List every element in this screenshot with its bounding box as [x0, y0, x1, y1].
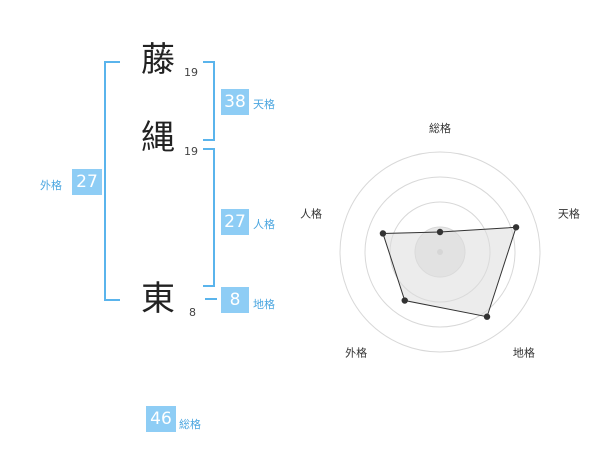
radar-ring-4	[339, 151, 541, 353]
tenkaku-bracket	[203, 61, 215, 141]
jinkaku-label: 人格	[253, 218, 275, 231]
name-char-2-strokes: 19	[184, 145, 198, 158]
radar-point-1	[512, 224, 520, 231]
radar-point-4	[379, 230, 387, 237]
gaikaku-value: 27	[76, 172, 98, 192]
radar-axis-label-2: 地格	[513, 345, 535, 359]
radar-point-0	[436, 228, 444, 236]
radar-area	[382, 226, 517, 318]
soukaku-label: 総格	[179, 418, 201, 431]
jinkaku-value: 27	[224, 212, 246, 232]
radar-axis-label-4: 人格	[300, 207, 322, 221]
chikaku-badge: 8	[221, 287, 249, 313]
jinkaku-bracket	[203, 148, 215, 287]
tenkaku-label: 天格	[253, 98, 275, 111]
gaikaku-label: 外格	[40, 179, 62, 192]
soukaku-value: 46	[150, 409, 172, 429]
name-char-3: 東	[141, 279, 175, 319]
chikaku-label: 地格	[253, 298, 275, 311]
name-char-2: 縄	[141, 118, 175, 158]
name-char-1: 藤	[141, 40, 175, 80]
tenkaku-badge: 38	[221, 89, 249, 115]
radar-point-2	[483, 313, 491, 320]
gaikaku-bracket	[104, 61, 120, 301]
radar-axis-label-0: 総格	[429, 121, 451, 135]
radar-axis-label-3: 外格	[345, 345, 367, 359]
radar-point-3	[401, 297, 408, 304]
name-char-3-strokes: 8	[189, 306, 196, 319]
tenkaku-value: 38	[224, 92, 246, 112]
chikaku-connector	[205, 298, 217, 300]
gaikaku-badge: 27	[72, 169, 102, 195]
chikaku-value: 8	[229, 290, 241, 310]
jinkaku-badge: 27	[221, 209, 249, 235]
radar-axis-label-1: 天格	[558, 207, 580, 221]
radar-ring-3	[364, 176, 516, 328]
soukaku-badge: 46	[146, 406, 176, 432]
name-char-1-strokes: 19	[184, 66, 198, 79]
